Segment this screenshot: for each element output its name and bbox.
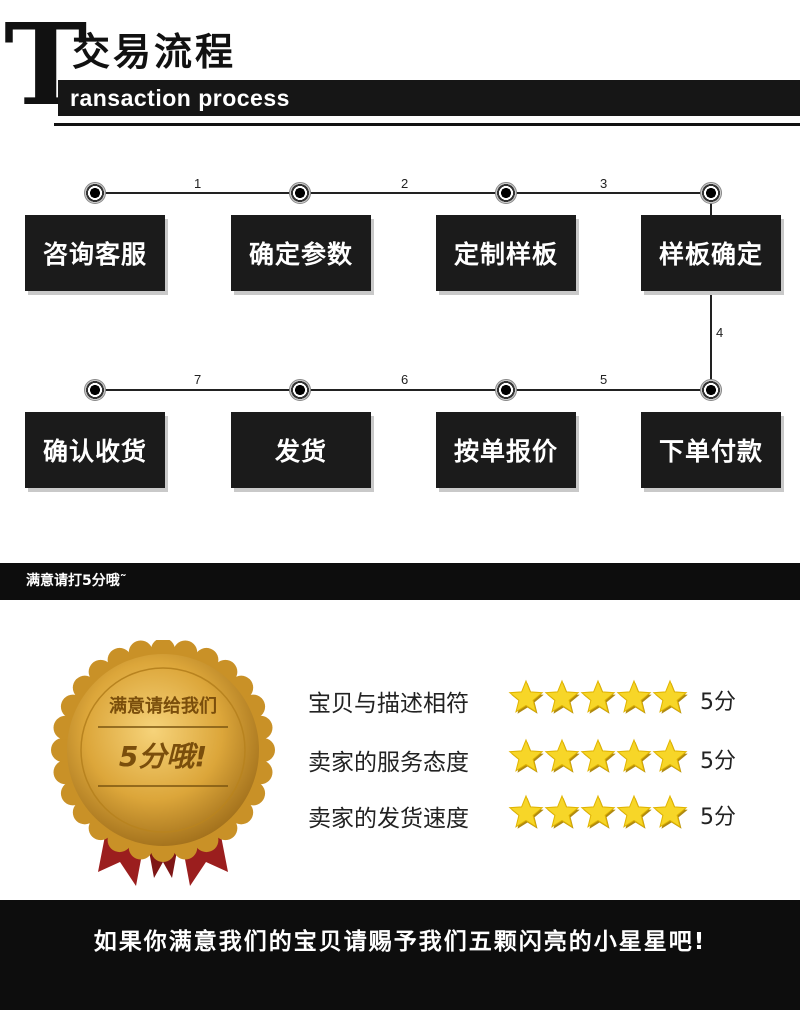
rating-score: 5分 [700,749,736,774]
star-icon [508,794,544,828]
flow-node [700,182,722,204]
star-icon [616,794,652,828]
star-icon [544,794,580,828]
star-icon [508,679,544,713]
rating-header-bar [0,563,800,600]
star-icon [544,679,580,713]
step-shipping: 发货 [231,412,371,488]
seal-line1: 满意请给我们 [109,695,217,717]
connector-top [95,192,711,194]
rating-row-description: 宝贝与描述相符 5分 [308,678,748,718]
flow-node [84,379,106,401]
flow-node [289,379,311,401]
step-number: 6 [401,372,409,387]
star-icon [616,679,652,713]
connector-right [710,193,712,389]
page-title: 交易流程 [72,30,237,74]
star-icon [508,738,544,772]
seal-icon: 满意请给我们 5分哦! [51,638,275,886]
title-bar [58,80,800,116]
step-number: 7 [194,372,202,387]
star-icon [580,738,616,772]
step-quote: 按单报价 [436,412,576,488]
step-confirm-receipt: 确认收货 [25,412,165,488]
rating-score: 5分 [700,805,736,830]
connector-bottom [95,389,711,391]
star-icon [616,738,652,772]
stars-rating [508,794,688,829]
star-icon [652,794,688,828]
step-place-order: 下单付款 [641,412,781,488]
star-icon [580,794,616,828]
star-icon [580,679,616,713]
flow-node [700,379,722,401]
rating-label: 卖家的发货速度 [308,806,469,832]
step-number: 4 [716,325,724,340]
page-subtitle: ransaction process [70,85,290,111]
seal-badge: 满意请给我们 5分哦! [48,638,278,890]
title-divider [54,123,800,126]
rating-label: 宝贝与描述相符 [308,691,469,717]
flow-node [289,182,311,204]
step-number: 5 [600,372,608,387]
step-number: 3 [600,176,608,191]
flow-node [84,182,106,204]
stars-rating [508,679,688,714]
rating-row-service: 卖家的服务态度 5分 [308,737,748,777]
step-number: 2 [401,176,409,191]
star-icon [652,679,688,713]
star-icon [652,738,688,772]
step-confirm-parameters: 确定参数 [231,215,371,291]
rating-row-shipping: 卖家的发货速度 5分 [308,793,748,833]
bottom-banner [0,900,800,1010]
step-consult-service: 咨询客服 [25,215,165,291]
rating-header-text: 满意请打5分哦˜ [26,573,127,589]
step-number: 1 [194,176,202,191]
rating-label: 卖家的服务态度 [308,750,469,776]
flow-node [495,379,517,401]
seal-line2: 5分哦! [119,740,207,773]
step-sample-confirmed: 样板确定 [641,215,781,291]
star-icon [544,738,580,772]
rating-score: 5分 [700,690,736,715]
banner-text: 如果你满意我们的宝贝请赐予我们五颗闪亮的小星星吧! [93,929,707,955]
flow-node [495,182,517,204]
step-custom-sample: 定制样板 [436,215,576,291]
stars-rating [508,738,688,773]
